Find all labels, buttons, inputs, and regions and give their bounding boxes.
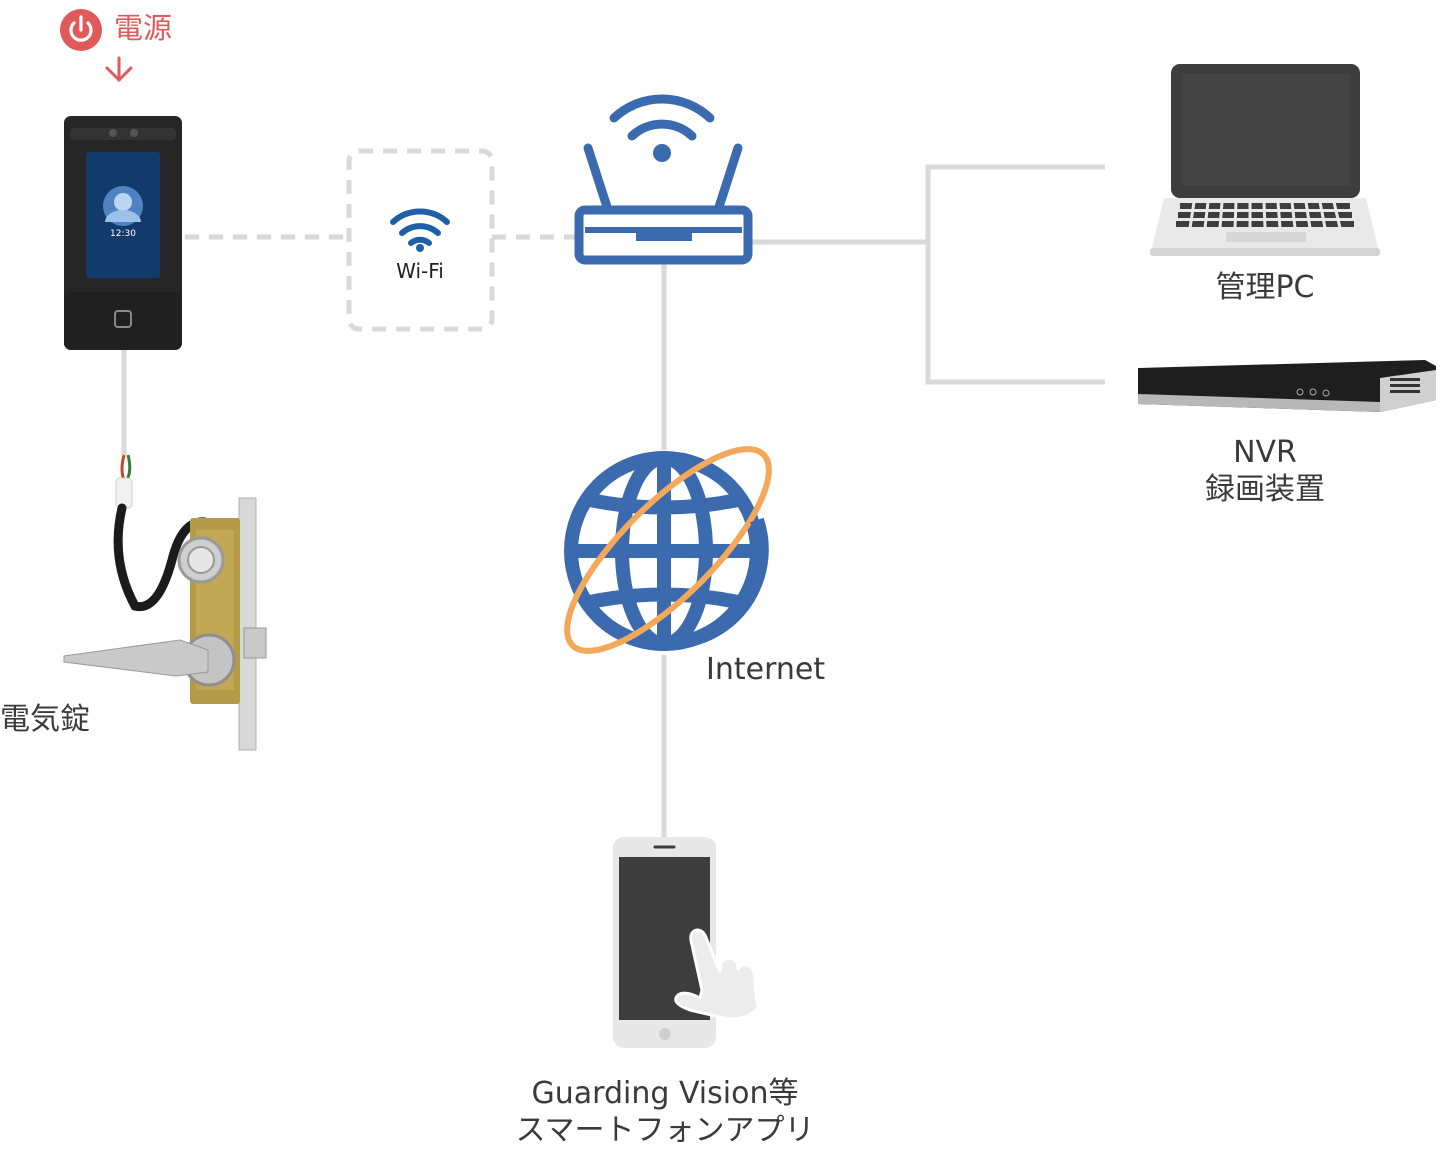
pc-label: 管理PC — [1215, 270, 1315, 305]
laptop-icon — [1150, 64, 1380, 256]
nvr-device-icon — [1138, 360, 1436, 412]
terminal-screen-time: 12:30 — [110, 229, 136, 239]
nvr-label-line1: NVR — [1233, 435, 1297, 470]
connection-lines — [121, 164, 1105, 840]
smartphone-label-line1: Guarding Vision等 — [531, 1076, 799, 1111]
wifi-box — [346, 148, 495, 332]
power-icon — [60, 9, 102, 51]
smartphone-label-line2: スマートフォンアプリ — [515, 1113, 815, 1148]
power-label: 電源 — [114, 11, 173, 45]
wifi-icon — [390, 208, 450, 252]
wifi-label: Wi-Fi — [396, 259, 444, 283]
wireless-dashed-lines — [185, 148, 575, 332]
switch-branch-line — [925, 164, 1105, 385]
face-terminal-device — [64, 116, 182, 350]
router-icon — [574, 94, 753, 265]
lock-label: 電気錠 — [0, 702, 90, 737]
globe-icon — [564, 446, 772, 654]
electric-lock-image — [63, 454, 267, 751]
nvr-label-line2: 録画装置 — [1205, 472, 1325, 507]
hand-pointer-icon — [674, 928, 760, 1021]
orbit-ring — [564, 446, 772, 654]
arrow-down-icon — [105, 56, 133, 82]
internet-label: Internet — [706, 652, 826, 687]
